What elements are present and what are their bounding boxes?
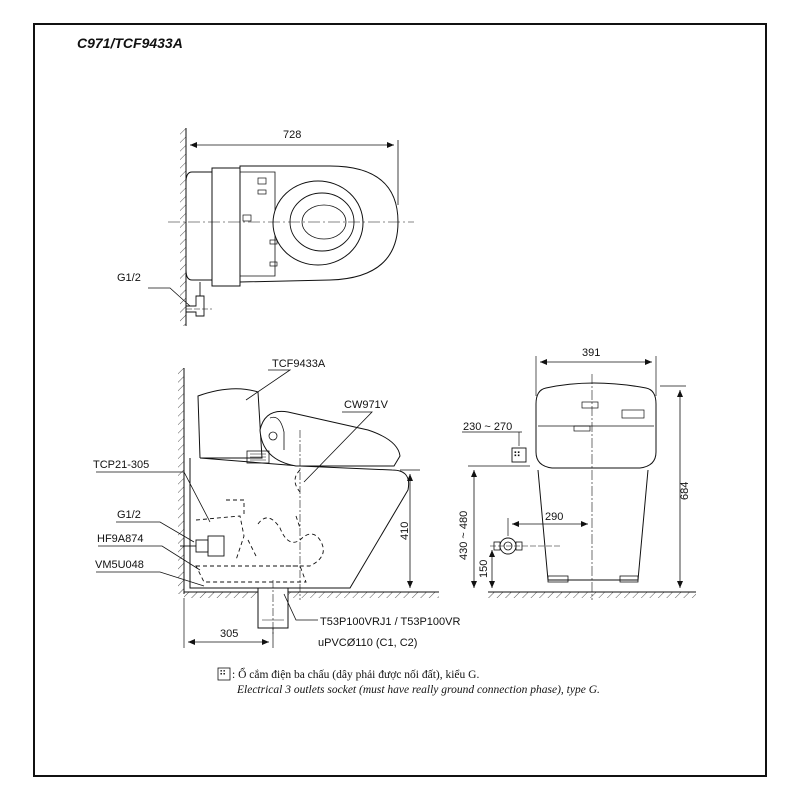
drain-height-dimension: 150 [478, 560, 490, 578]
legend-vietnamese-text: : Ổ cắm điện ba chấu (dây phải được nối … [232, 666, 479, 681]
hose-model-label: HF9A874 [97, 533, 143, 545]
valve-model-label: TCP21-305 [93, 459, 149, 471]
socket-range-dimension: 230 ~ 270 [463, 421, 512, 433]
socket-offset-dimension: 290 [545, 511, 563, 523]
flange-model-label: T53P100VRJ1 / T53P100VR [320, 616, 460, 628]
front-height-dimension: 684 [679, 482, 691, 500]
bowl-model-label: CW971V [344, 399, 389, 411]
top-view [148, 128, 414, 326]
front-view [462, 356, 696, 600]
side-height-dimension: 410 [399, 522, 411, 540]
side-view [96, 368, 439, 648]
sheet-border [33, 23, 767, 777]
stop-model-label: VM5U048 [95, 559, 144, 571]
legend-symbol-icon: ⠛ [219, 670, 226, 681]
front-width-dimension: 391 [582, 347, 600, 359]
socket-height-dimension: 430 ~ 480 [458, 511, 470, 560]
top-width-dimension: 728 [283, 129, 301, 141]
pipe-label: uPVCØ110 (C1, C2) [318, 637, 417, 649]
seat-model-label: TCF9433A [272, 358, 326, 370]
socket-symbol-icon: ⠛ [513, 450, 521, 463]
drawing-title: C971/TCF9433A [77, 35, 183, 51]
legend-english-text: Electrical 3 outlets socket (must have r… [236, 684, 600, 696]
legend-symbol-box [217, 667, 231, 681]
side-offset-dimension: 305 [220, 628, 238, 640]
side-supply-label: G1/2 [117, 509, 141, 521]
top-supply-label: G1/2 [117, 272, 141, 284]
